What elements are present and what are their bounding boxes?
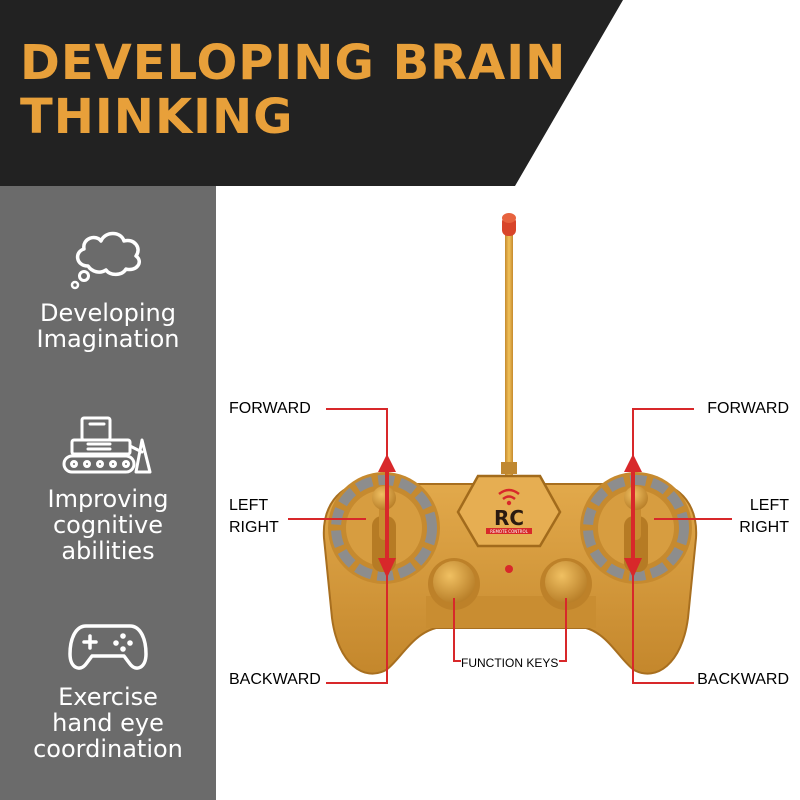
feature-cognitive-line1: Improving: [47, 485, 169, 513]
left-stick-travel-arrow: [378, 454, 396, 578]
gamepad-icon: [68, 624, 148, 670]
controller-illustration: RC REMOTE CONTROL: [288, 213, 732, 684]
feature-cognitive-label: Improving cognitive abilities: [0, 486, 216, 564]
feature-cognitive-line2: cognitive: [52, 511, 164, 539]
headline: DEVELOPING BRAIN THINKING: [20, 36, 566, 144]
feature-imagination-line2: Imagination: [36, 325, 180, 353]
feature-coordination-label: Exercise hand eye coordination: [0, 684, 216, 762]
right-stick-travel-arrow: [624, 454, 642, 578]
right-forward-label: FORWARD: [707, 400, 789, 417]
right-left-label: LEFT: [749, 497, 789, 514]
function-button-left[interactable]: [428, 558, 480, 610]
feature-coordination-line2: hand eye: [52, 709, 164, 737]
left-forward-label: FORWARD: [229, 400, 311, 417]
annotation-lines: [288, 408, 732, 684]
rc-badge-text: RC: [494, 506, 524, 530]
headline-line1: DEVELOPING BRAIN: [20, 35, 567, 91]
feature-imagination: Developing Imagination: [0, 224, 216, 352]
feature-coordination-line1: Exercise: [58, 683, 158, 711]
function-button-right[interactable]: [540, 558, 592, 610]
bulldozer-icon: [62, 416, 152, 474]
feature-sidebar: Developing Imagination Improvi: [0, 186, 216, 800]
rc-badge-subtext: REMOTE CONTROL: [490, 529, 528, 534]
left-backward-label: BACKWARD: [229, 671, 321, 688]
left-right-label: RIGHT: [229, 519, 279, 536]
feature-coordination-line3: coordination: [33, 735, 183, 763]
right-joystick[interactable]: [580, 472, 692, 584]
feature-cognitive-line3: abilities: [61, 537, 155, 565]
antenna: [501, 213, 517, 476]
power-led: [505, 565, 513, 573]
feature-cognitive: Improving cognitive abilities: [0, 412, 216, 564]
headline-line2: THINKING: [20, 89, 294, 145]
thought-cloud-icon: [70, 231, 141, 290]
left-joystick[interactable]: [328, 472, 440, 584]
banner-dark-shape: [0, 0, 623, 186]
rc-badge: RC REMOTE CONTROL: [456, 474, 562, 548]
header-banner: DEVELOPING BRAIN THINKING: [0, 0, 800, 186]
function-keys-label: FUNCTION KEYS: [461, 656, 559, 670]
feature-imagination-line1: Developing: [40, 299, 176, 327]
controller-stage: RC REMOTE CONTROL: [216, 186, 800, 800]
right-backward-label: BACKWARD: [697, 671, 789, 688]
right-right-label: RIGHT: [739, 519, 789, 536]
banner-background: [0, 0, 623, 186]
feature-imagination-label: Developing Imagination: [0, 300, 216, 352]
left-left-label: LEFT: [229, 497, 269, 514]
feature-coordination: Exercise hand eye coordination: [0, 618, 216, 762]
